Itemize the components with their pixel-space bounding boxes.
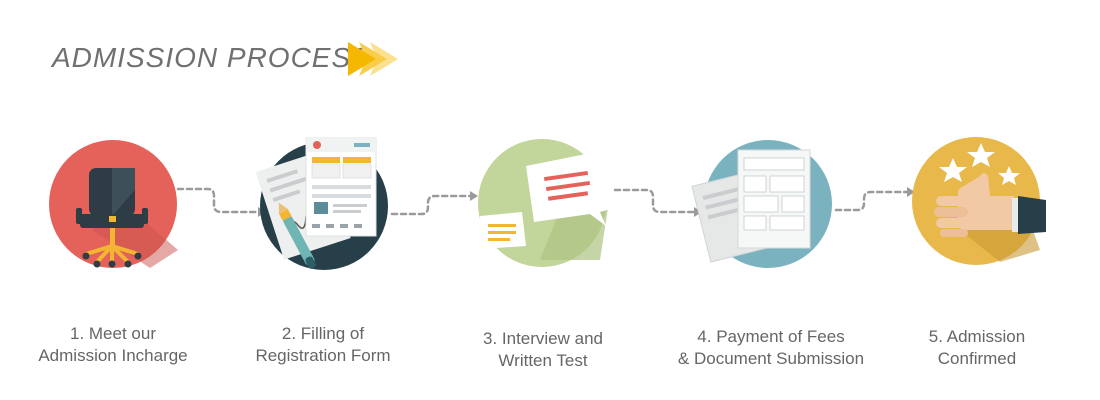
connector-2-3 bbox=[390, 194, 472, 216]
step-label-line2: Written Test bbox=[498, 351, 588, 370]
step-label-line2: Admission Incharge bbox=[38, 346, 188, 365]
connector-4-5-arrowhead bbox=[907, 187, 915, 197]
page-title: ADMISSION PROCESS bbox=[52, 42, 371, 73]
connector-2-3-arrowhead bbox=[470, 191, 478, 201]
step3-circle-group bbox=[478, 139, 614, 267]
step-label-line2: Registration Form bbox=[255, 346, 391, 365]
step-label-line1: 4. Payment of Fees bbox=[697, 327, 845, 346]
documents-icon bbox=[691, 149, 811, 263]
title-area: ADMISSION PROCESS bbox=[52, 36, 371, 80]
speech-bubbles-icon bbox=[480, 150, 614, 260]
step-label-line1: 1. Meet our bbox=[70, 324, 156, 343]
step-label-registration: 2. Filling of Registration Form bbox=[203, 323, 443, 367]
connector-1-2 bbox=[176, 187, 260, 214]
step-label-line2: Confirmed bbox=[937, 349, 1017, 368]
step2-circle-group bbox=[255, 137, 388, 270]
step5-circle-group bbox=[912, 137, 1046, 265]
triple-chevron-icon bbox=[348, 42, 398, 76]
thumbs-up-icon bbox=[934, 143, 1046, 262]
step-label-line2: & Document Submission bbox=[677, 349, 865, 368]
step-label-confirmed: 5. Admission Confirmed bbox=[857, 326, 1097, 370]
connector-4-5 bbox=[834, 190, 909, 212]
step-label-meet: 1. Meet our Admission Incharge bbox=[0, 323, 233, 367]
step-label-line1: 2. Filling of bbox=[281, 324, 365, 343]
office-chair-icon bbox=[76, 168, 178, 268]
form-and-pen-icon bbox=[255, 137, 377, 269]
step1-circle-group bbox=[49, 140, 178, 268]
step-label-line1: 3. Interview and bbox=[482, 329, 603, 348]
step-label-payment: 4. Payment of Fees & Document Submission bbox=[651, 326, 891, 370]
step4-circle-group bbox=[691, 140, 832, 268]
step-label-interview: 3. Interview and Written Test bbox=[423, 328, 663, 372]
connector-3-4 bbox=[613, 188, 696, 214]
step-label-line1: 5. Admission bbox=[928, 327, 1026, 346]
